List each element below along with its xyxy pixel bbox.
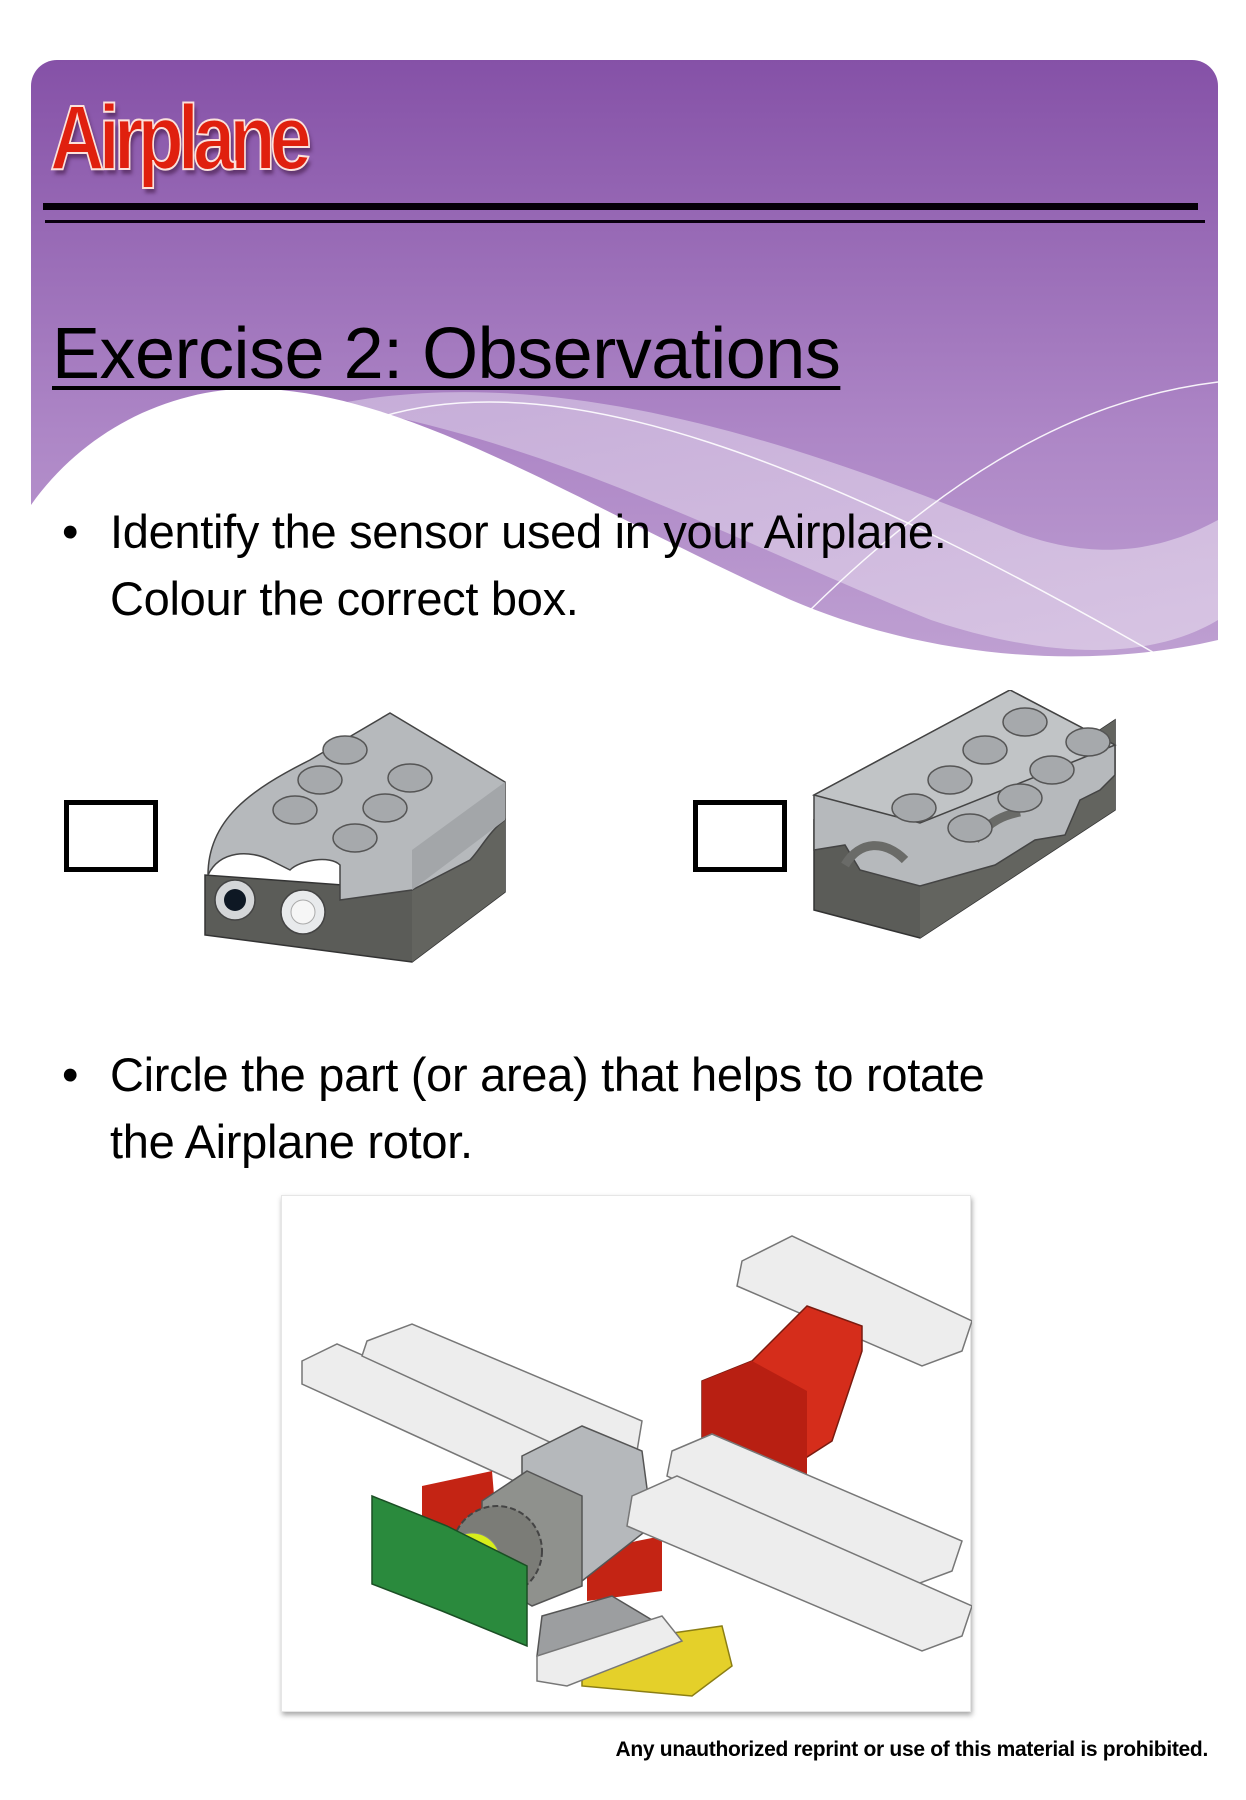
brand-title: Airplane <box>49 87 312 189</box>
airplane-model-image[interactable] <box>281 1195 972 1712</box>
tilt-sensor-checkbox[interactable] <box>693 800 787 872</box>
light-sensor-checkbox[interactable] <box>64 800 158 872</box>
question-1-line-2: Colour the correct box. <box>110 572 579 625</box>
page-title: Exercise 2: Observations <box>52 314 841 394</box>
bullet-icon: • <box>62 505 79 558</box>
question-2-line-1: Circle the part (or area) that helps to … <box>110 1048 985 1101</box>
copyright-notice: Any unauthorized reprint or use of this … <box>615 1738 1208 1761</box>
header-divider-thin <box>45 220 1205 223</box>
header-wave-background <box>31 60 1218 680</box>
lego-airplane-model-illustration <box>301 1235 972 1697</box>
header-panel <box>31 60 1218 680</box>
header-divider-thick <box>43 203 1198 210</box>
question-2-line-2: the Airplane rotor. <box>110 1115 473 1168</box>
tilt-sensor-brick-icon <box>811 690 1117 939</box>
light-sensor-brick-icon <box>204 712 506 963</box>
question-1-line-1: Identify the sensor used in your Airplan… <box>110 505 947 558</box>
bullet-icon: • <box>62 1048 79 1101</box>
